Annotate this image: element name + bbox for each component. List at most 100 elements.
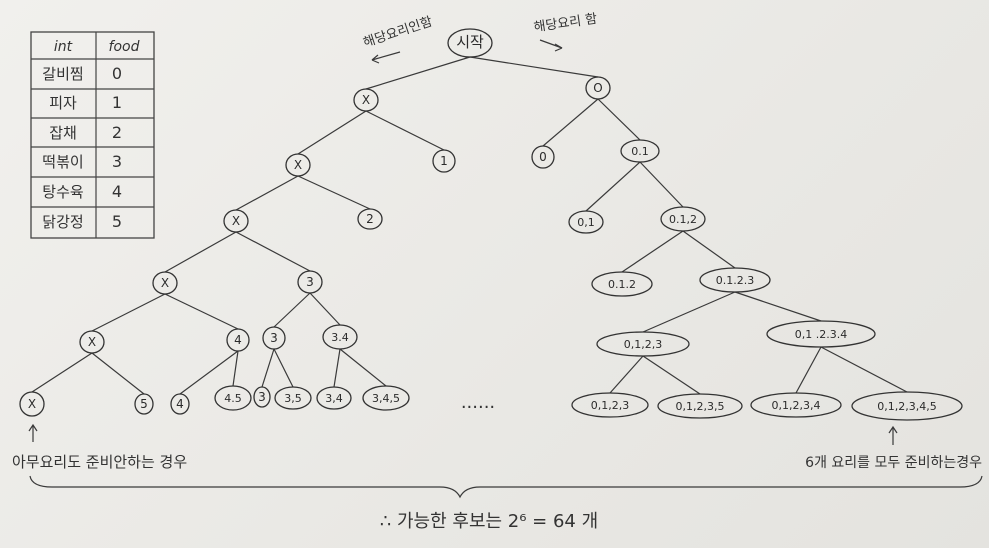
node-outline xyxy=(152,271,178,295)
node-label: 3,4 xyxy=(325,392,343,405)
bottom-brace xyxy=(29,475,983,499)
table-int-cell: 5 xyxy=(112,212,122,231)
node-outline xyxy=(285,153,311,177)
tree-node: 3 xyxy=(262,326,286,350)
tree-node: 3 xyxy=(297,270,323,294)
tree-edge xyxy=(621,230,684,273)
node-label: 3 xyxy=(306,275,314,289)
node-label: 3 xyxy=(270,331,278,345)
node-label: 1 xyxy=(440,154,448,168)
node-outline xyxy=(571,392,649,418)
table-int-cell: 0 xyxy=(112,64,122,83)
tree-edge xyxy=(235,175,299,211)
tree-node: X xyxy=(19,391,45,417)
tree-edge xyxy=(297,110,367,155)
node-label: 4.5 xyxy=(224,392,242,405)
tree-node: 0,1,2,3,4 xyxy=(750,392,842,418)
tree-node: X xyxy=(79,330,105,354)
tree-edge xyxy=(585,161,641,212)
tree-edge xyxy=(682,230,736,269)
all-case-label: 6개 요리를 모두 준비하는경우 xyxy=(805,455,982,471)
tree-edge xyxy=(333,348,341,388)
tree-node: 0,1,2,3 xyxy=(596,331,690,357)
table-header-food: food xyxy=(109,39,140,55)
tree-node: 0,1,2,3,4,5 xyxy=(851,391,963,421)
tree-edge xyxy=(309,292,341,326)
tree-node: 5 xyxy=(134,393,154,415)
tree-edge xyxy=(273,348,294,388)
tree-edge xyxy=(639,161,684,208)
node-outline xyxy=(750,392,842,418)
tree-node: X xyxy=(353,88,379,112)
tree-node: 0,1 .2.3.4 xyxy=(766,320,876,348)
node-outline xyxy=(322,324,358,350)
node-label: 4 xyxy=(234,333,242,347)
tree-edge xyxy=(261,348,275,388)
node-label: X xyxy=(362,93,370,107)
node-outline xyxy=(591,271,653,297)
exclude-annotation: 해당요리인함 xyxy=(361,14,434,50)
tree-edge xyxy=(164,231,237,273)
exclude-arrowhead xyxy=(371,54,380,64)
none-case-label: 아무요리도 준비안하는 경우 xyxy=(12,453,187,471)
node-label: X xyxy=(88,335,96,349)
node-label: 3 xyxy=(258,390,266,404)
tree-node: 0.1.2.3 xyxy=(699,267,771,293)
table-food-cell: 닭강정 xyxy=(42,213,83,231)
tree-root-node: 시작 xyxy=(447,28,493,58)
tree-node: 0.1 xyxy=(620,139,660,163)
tree-edge xyxy=(365,110,445,151)
tree-node: X xyxy=(223,209,249,233)
table-int-cell: 1 xyxy=(112,93,122,112)
tree-edge xyxy=(597,98,641,141)
tree-node: 3.4 xyxy=(322,324,358,350)
none-case-arrow xyxy=(28,423,38,442)
tree-edge xyxy=(273,292,311,328)
tree-node: 2 xyxy=(357,208,383,230)
include-arrow xyxy=(539,39,563,49)
table-int-cell: 3 xyxy=(112,152,122,171)
table-food-cell: 떡볶이 xyxy=(42,153,83,171)
table-food-cell: 탕수육 xyxy=(42,183,83,201)
node-label: 0.1.2 xyxy=(608,278,636,291)
table-food-cell: 잡채 xyxy=(49,124,77,142)
tree-edge xyxy=(232,350,239,387)
tree-edge xyxy=(339,348,387,387)
conclusion: ∴ 가능한 후보는 2⁶ = 64 개 xyxy=(380,511,598,532)
node-label: X xyxy=(294,158,302,172)
tree-node: X xyxy=(152,271,178,295)
node-outline xyxy=(19,391,45,417)
tree-edge xyxy=(235,231,311,272)
tree-node: 0,1 xyxy=(568,210,604,234)
ellipsis: ...... xyxy=(461,392,495,413)
node-label: X xyxy=(161,276,169,290)
table-food-cell: 갈비찜 xyxy=(42,65,83,83)
tree-node: 4 xyxy=(170,393,190,415)
tree-edge xyxy=(642,291,736,333)
node-label: 0.1 xyxy=(631,145,649,158)
tree-node: 4.5 xyxy=(214,385,252,411)
tree-edge xyxy=(91,293,166,332)
node-label: 0,1 xyxy=(577,216,595,229)
node-outline xyxy=(660,206,706,232)
tree-edge xyxy=(179,350,239,395)
tree-edge xyxy=(734,291,822,322)
node-outline xyxy=(568,210,604,234)
tree-node: 3,4 xyxy=(316,386,352,410)
node-outline xyxy=(226,328,250,352)
table-int-cell: 4 xyxy=(112,182,122,201)
exclude-arrow xyxy=(371,51,401,61)
node-outline xyxy=(766,320,876,348)
node-outline xyxy=(79,330,105,354)
node-label: 0,1 .2.3.4 xyxy=(795,328,847,341)
table-int-cell: 2 xyxy=(112,123,122,142)
tree-edge xyxy=(642,355,701,395)
node-label: 0,1,2,3,5 xyxy=(676,400,725,413)
table-food-cell: 피자 xyxy=(49,94,77,112)
node-label: 3.4 xyxy=(331,331,349,344)
tree-edge xyxy=(164,293,239,330)
tree-node: O xyxy=(585,76,611,100)
node-outline xyxy=(620,139,660,163)
node-label: O xyxy=(593,81,602,95)
